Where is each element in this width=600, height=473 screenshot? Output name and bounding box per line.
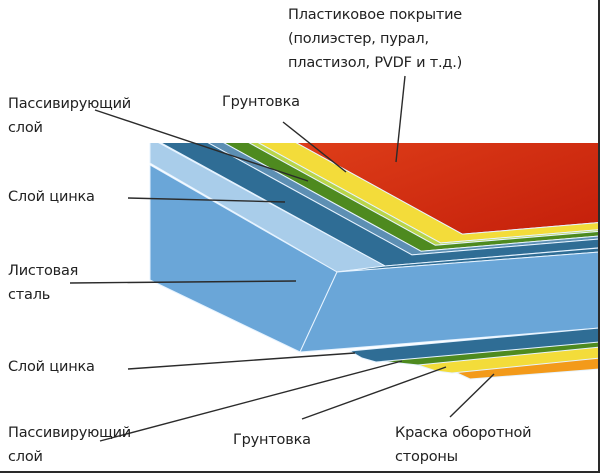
label-line: Пассивирующий [8,425,132,441]
leader-plastic [395,75,406,163]
label-plastic-coating: Пластиковое покрытие (полиэстер, пурал, … [288,3,462,75]
label-line: Листовая [8,263,79,279]
leader-passivating-top [94,109,309,182]
label-primer-top: Грунтовка [222,94,300,110]
leader-back-paint [449,373,495,418]
label-line: Пластиковое покрытие [288,7,463,23]
label-line: пластизол, PVDF и т.д.) [288,55,463,71]
leader-primer-bottom [301,366,447,420]
leader-primer-top [282,121,347,173]
label-line: (полиэстер, пурал, [288,31,429,47]
label-zinc-top: Слой цинка [8,189,95,205]
label-line: Пассивирующий [8,96,132,112]
leader-steel [69,280,297,284]
label-line: стороны [395,449,458,465]
label-back-paint: Краска оборотной стороны [395,421,532,469]
leader-passivating-bottom [99,360,403,442]
label-line: Краска оборотной [395,425,532,441]
label-line: слой [8,449,43,465]
steel-front-face [299,251,598,353]
zinc-bottom-layer [349,327,598,363]
label-passivating-bottom: Пассивирующий слой [8,421,131,469]
label-passivating-top: Пассивирующий слой [8,92,131,140]
label-steel: Листовая сталь [8,259,78,307]
label-zinc-bottom: Слой цинка [8,359,95,375]
leader-zinc-top [127,197,286,203]
label-line: слой [8,120,43,136]
label-primer-bottom: Грунтовка [233,432,311,448]
label-line: сталь [8,287,51,303]
leader-zinc-bottom [127,352,356,370]
